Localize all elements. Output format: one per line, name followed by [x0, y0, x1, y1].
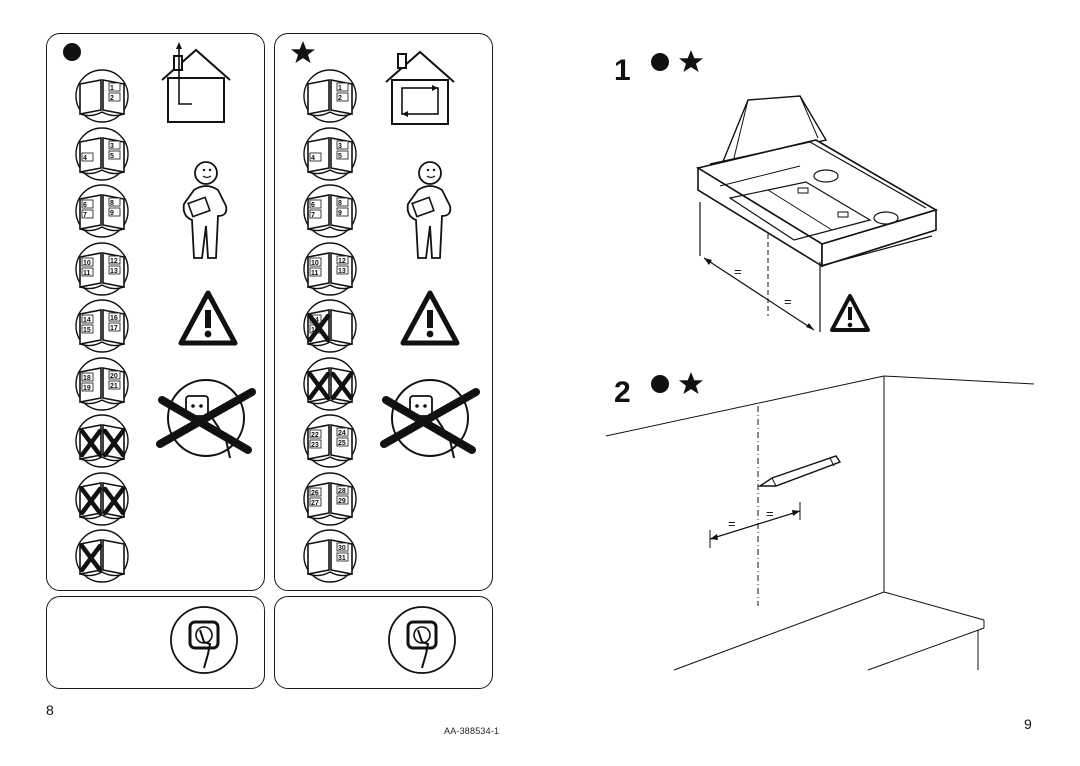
- svg-text:3: 3: [338, 143, 342, 150]
- manual-pages-icon: 10 11 12 13: [75, 241, 129, 296]
- svg-text:2: 2: [338, 95, 342, 102]
- svg-text:20: 20: [110, 373, 118, 380]
- manual-pages-icon: 10 11 12 13: [303, 241, 357, 296]
- svg-text:11: 11: [311, 270, 319, 277]
- step-1-number: 1: [614, 54, 631, 87]
- svg-text:7: 7: [83, 212, 87, 219]
- manual-pages-icon: 22 23 24 25: [303, 414, 357, 468]
- manual-pages-icon: 12: [75, 69, 129, 123]
- manual-pages-icon: 6 7 8 9: [75, 184, 129, 238]
- manual-pages-icon: 18 19 20 21: [75, 356, 129, 411]
- svg-text:9: 9: [338, 210, 342, 217]
- plug-in-socket-icon: [388, 606, 456, 674]
- svg-text:10: 10: [311, 260, 319, 267]
- manual-pages-icon: 26 27 28 29: [303, 471, 357, 526]
- no-socket-icon: [156, 379, 256, 459]
- equal-mark: =: [728, 516, 736, 531]
- house-duct-up-icon: [161, 42, 231, 123]
- svg-text:13: 13: [338, 268, 346, 275]
- svg-text:8: 8: [338, 200, 342, 207]
- page-number-left: 8: [46, 702, 54, 718]
- manual-pages-icon: [75, 529, 129, 583]
- svg-text:21: 21: [110, 383, 118, 390]
- manual-pages-icon: 6 7 8 9: [303, 184, 357, 238]
- svg-text:12: 12: [110, 258, 118, 265]
- svg-text:19: 19: [83, 385, 91, 392]
- manual-pages-icon: [75, 414, 129, 468]
- no-socket-icon: [380, 379, 480, 459]
- svg-text:17: 17: [110, 325, 118, 332]
- manual-pages-icon: 14 15 16 17: [75, 299, 129, 353]
- page-number-right: 9: [1024, 716, 1032, 732]
- svg-text:11: 11: [83, 270, 91, 277]
- svg-text:26: 26: [311, 490, 319, 497]
- svg-text:5: 5: [110, 153, 114, 160]
- equal-mark: =: [734, 264, 742, 279]
- svg-text:22: 22: [311, 432, 319, 439]
- manual-pages-icon: 3 4 5: [75, 126, 129, 181]
- warning-triangle-icon: [400, 290, 460, 346]
- svg-text:31: 31: [338, 555, 346, 562]
- person-reading-manual-icon: [406, 161, 452, 259]
- circle-symbol: [651, 53, 669, 71]
- wall-marking-illustration: = =: [605, 375, 1035, 671]
- svg-text:15: 15: [83, 327, 91, 334]
- step-2-number: 2: [614, 376, 631, 409]
- svg-text:8: 8: [110, 200, 114, 207]
- manual-pages-icon: [75, 471, 129, 526]
- hood-measurement-illustration: = =: [695, 95, 938, 332]
- svg-text:16: 16: [110, 315, 118, 322]
- svg-text:4: 4: [311, 155, 315, 162]
- svg-text:24: 24: [338, 430, 346, 437]
- star-symbol: [679, 372, 703, 394]
- svg-text:23: 23: [311, 442, 319, 449]
- svg-text:12: 12: [338, 258, 346, 265]
- equal-mark: =: [784, 294, 792, 309]
- svg-text:4: 4: [83, 155, 87, 162]
- svg-text:1: 1: [338, 85, 342, 92]
- svg-text:29: 29: [338, 498, 346, 505]
- svg-text:6: 6: [311, 202, 315, 209]
- svg-text:28: 28: [338, 488, 346, 495]
- circle-symbol: [63, 43, 81, 61]
- manual-pages-icon: 3 4 5: [303, 126, 357, 181]
- star-symbol: [679, 50, 703, 72]
- svg-text:30: 30: [338, 545, 346, 552]
- svg-text:6: 6: [83, 202, 87, 209]
- svg-text:18: 18: [83, 375, 91, 382]
- house-recirculation-icon: [385, 50, 455, 125]
- star-variant-footer-panel: [274, 596, 493, 689]
- manual-pages-icon: [303, 356, 357, 411]
- warning-triangle-icon: [178, 290, 238, 346]
- document-code: AA-388534-1: [444, 726, 500, 736]
- equal-mark: =: [766, 506, 774, 521]
- svg-text:2: 2: [110, 95, 114, 102]
- svg-text:9: 9: [110, 210, 114, 217]
- svg-text:7: 7: [311, 212, 315, 219]
- star-symbol: [291, 41, 315, 63]
- plug-in-socket-icon: [170, 606, 238, 674]
- svg-text:25: 25: [338, 440, 346, 447]
- svg-text:14: 14: [83, 317, 91, 324]
- svg-text:10: 10: [83, 260, 91, 267]
- svg-text:27: 27: [311, 500, 319, 507]
- svg-text:5: 5: [338, 153, 342, 160]
- circle-variant-footer-panel: [46, 596, 265, 689]
- svg-text:1: 1: [110, 85, 114, 92]
- circle-symbol: [651, 375, 669, 393]
- svg-text:3: 3: [110, 143, 114, 150]
- person-reading-manual-icon: [182, 161, 228, 259]
- svg-text:13: 13: [110, 268, 118, 275]
- manual-pages-icon: 12: [303, 69, 357, 123]
